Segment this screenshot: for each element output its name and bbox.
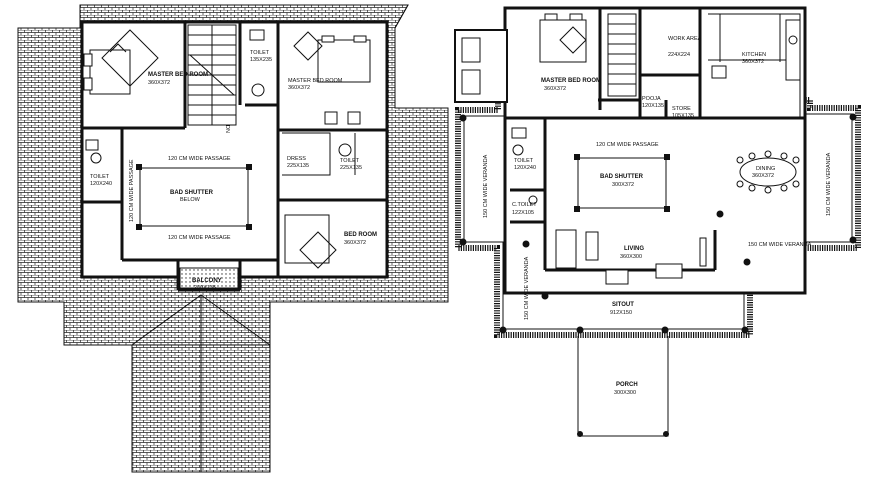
ff-toilet-top-size: 135X235 (250, 57, 272, 63)
gf-store-name: STORE (672, 106, 691, 112)
ff-toilet-left-size: 120X240 (90, 181, 112, 187)
gf-c-toilet-size: 122X105 (512, 210, 534, 216)
gf-store-size: 105X135 (672, 113, 694, 119)
ff-passage-left: 120 CM WIDE PASSAGE (129, 159, 135, 222)
staircase: DN (187, 24, 237, 133)
first-floor-bed-top (293, 31, 371, 83)
ff-passage-top: 120 CM WIDE PASSAGE (168, 156, 231, 162)
ff-master-bedroom-name: MASTER BED ROOM (148, 72, 208, 78)
gf-toilet-size: 120X240 (514, 165, 536, 171)
gf-sitout-size: 912X150 (610, 310, 632, 316)
ff-toilet-right-name: TOILET (340, 158, 360, 164)
gf-staircase (607, 13, 637, 97)
living-furniture (555, 229, 707, 285)
ff-toilet-top-name: TOILET (250, 50, 270, 56)
ff-balcony-name: BALCONY (192, 278, 222, 284)
gf-work-area-name: WORK AREA (668, 36, 702, 42)
gf-veranda-left: 150 CM WIDE VERANDA (483, 154, 489, 218)
open-to-below (136, 164, 252, 230)
ground-floor-plan: MASTER BED ROOM 360X372 WORK AREA 224X22… (454, 6, 861, 437)
ff-master-bedroom-size: 360X372 (148, 80, 170, 86)
ff-bedroom-size: 360X372 (344, 240, 366, 246)
veranda-columns (459, 113, 857, 334)
ff-balcony-size: 240X135 (194, 285, 216, 291)
gf-porch-size: 300X300 (614, 390, 636, 396)
gf-pooja-size: 120X135 (642, 103, 664, 109)
gf-living-size: 360X300 (620, 254, 642, 260)
gf-kitchen-name: KITCHEN (742, 52, 766, 58)
gf-master-bed (461, 13, 587, 95)
gf-sitout-name: SITOUT (612, 302, 634, 308)
gf-master-bedroom-size: 360X372 (544, 86, 566, 92)
gf-work-area-size: 224X224 (668, 52, 690, 58)
master-bed (83, 29, 159, 95)
dining-table (736, 150, 800, 194)
gf-c-toilet-name: C.TOILET (512, 202, 537, 208)
gf-family-area (574, 154, 670, 212)
porch (577, 336, 669, 437)
ff-dress-size: 225X135 (287, 163, 309, 169)
gf-veranda-bottom-right: 150 CM WIDE VERANDA (748, 242, 812, 248)
gf-passage-top: 120 CM WIDE PASSAGE (596, 142, 659, 148)
gf-dining-size: 360X372 (752, 173, 774, 179)
veranda-border (455, 97, 861, 338)
gf-porch-name: PORCH (616, 382, 638, 388)
gf-dining-name: DINING (756, 166, 775, 172)
gf-living-name: LIVING (624, 246, 644, 252)
gf-veranda-right: 150 CM WIDE VERANDA (826, 152, 832, 216)
ff-toilet-right-size: 225X135 (340, 165, 362, 171)
first-floor-bed-bottom (284, 214, 337, 269)
ff-open-area-name: BAD SHUTTER (170, 190, 214, 196)
gf-toilet-name: TOILET (514, 158, 534, 164)
gf-master-bedroom-name: MASTER BED ROOM (541, 78, 601, 84)
gf-veranda-bottom-left: 150 CM WIDE VERANDA (524, 256, 530, 320)
stair-dn-label: DN (224, 125, 230, 133)
ff-bedroom-top-size: 360X372 (288, 85, 310, 91)
ff-open-area-note: BELOW (180, 197, 201, 203)
ff-passage-bottom: 120 CM WIDE PASSAGE (168, 235, 231, 241)
ff-bedroom-name: BED ROOM (344, 232, 377, 238)
gf-kitchen-size: 360X372 (742, 59, 764, 65)
first-floor-plan: DN (17, 4, 449, 473)
gf-pooja-name: POOJA (642, 96, 661, 102)
gf-family-size: 300X372 (612, 182, 634, 188)
gf-family-name: BAD SHUTTER (600, 174, 644, 180)
ff-dress-name: DRESS (287, 156, 306, 162)
ff-bedroom-top-name: MASTER BED ROOM (288, 78, 343, 84)
ff-toilet-left-name: TOILET (90, 174, 110, 180)
